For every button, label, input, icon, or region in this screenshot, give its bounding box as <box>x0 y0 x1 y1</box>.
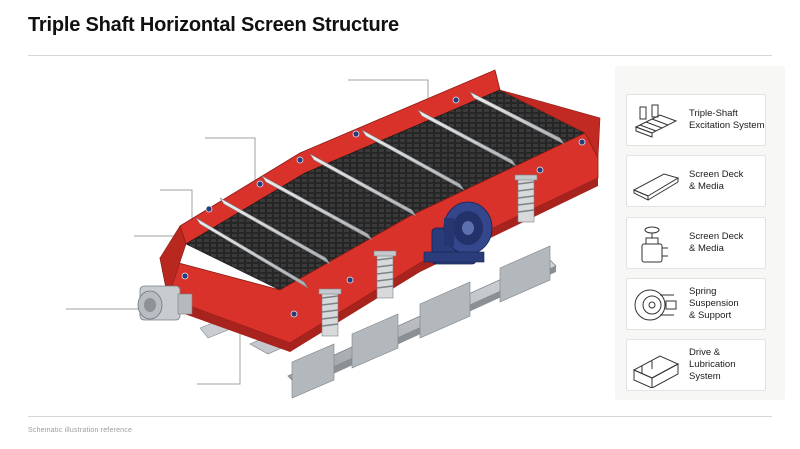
page-title: Triple Shaft Horizontal Screen Structure <box>28 14 399 36</box>
bolts <box>181 96 586 318</box>
component-label-line2: & Media <box>689 181 724 192</box>
component-card-spring-suspension: Spring Suspension& Support <box>626 278 766 330</box>
component-label-line1: Screen Deck <box>689 231 744 242</box>
component-label-line2: System <box>689 371 721 382</box>
spring-supports <box>318 174 538 337</box>
component-label-line1: Screen Deck <box>689 169 744 180</box>
component-label-line1: Spring Suspension <box>689 286 739 309</box>
component-label-line2: Excitation System <box>689 120 765 131</box>
header-divider <box>28 55 772 56</box>
drive-lubrication-icon <box>632 355 680 388</box>
footer-caption: Schematic illustration reference <box>28 427 133 434</box>
component-label-line2: & Media <box>689 243 724 254</box>
screen-box <box>159 69 601 352</box>
component-card-screen-deck-media: Screen Deck& Media <box>626 217 766 269</box>
screen-illustration <box>66 69 601 399</box>
drive-gearbox <box>137 285 193 321</box>
triple-shaft-icon <box>634 104 678 138</box>
screen-deck-icon <box>632 173 680 201</box>
exciter-motor <box>423 201 493 265</box>
spring-suspension-icon <box>634 289 677 321</box>
component-card-screen-deck: Screen Deck& Media <box>626 155 766 207</box>
component-label-line2: & Support <box>689 310 732 321</box>
valve-icon <box>641 226 668 263</box>
component-label-line1: Triple-Shaft <box>689 108 738 119</box>
component-label-line1: Drive & Lubrication <box>689 347 736 370</box>
footer-divider <box>28 416 772 417</box>
cross-shafts <box>195 91 565 289</box>
